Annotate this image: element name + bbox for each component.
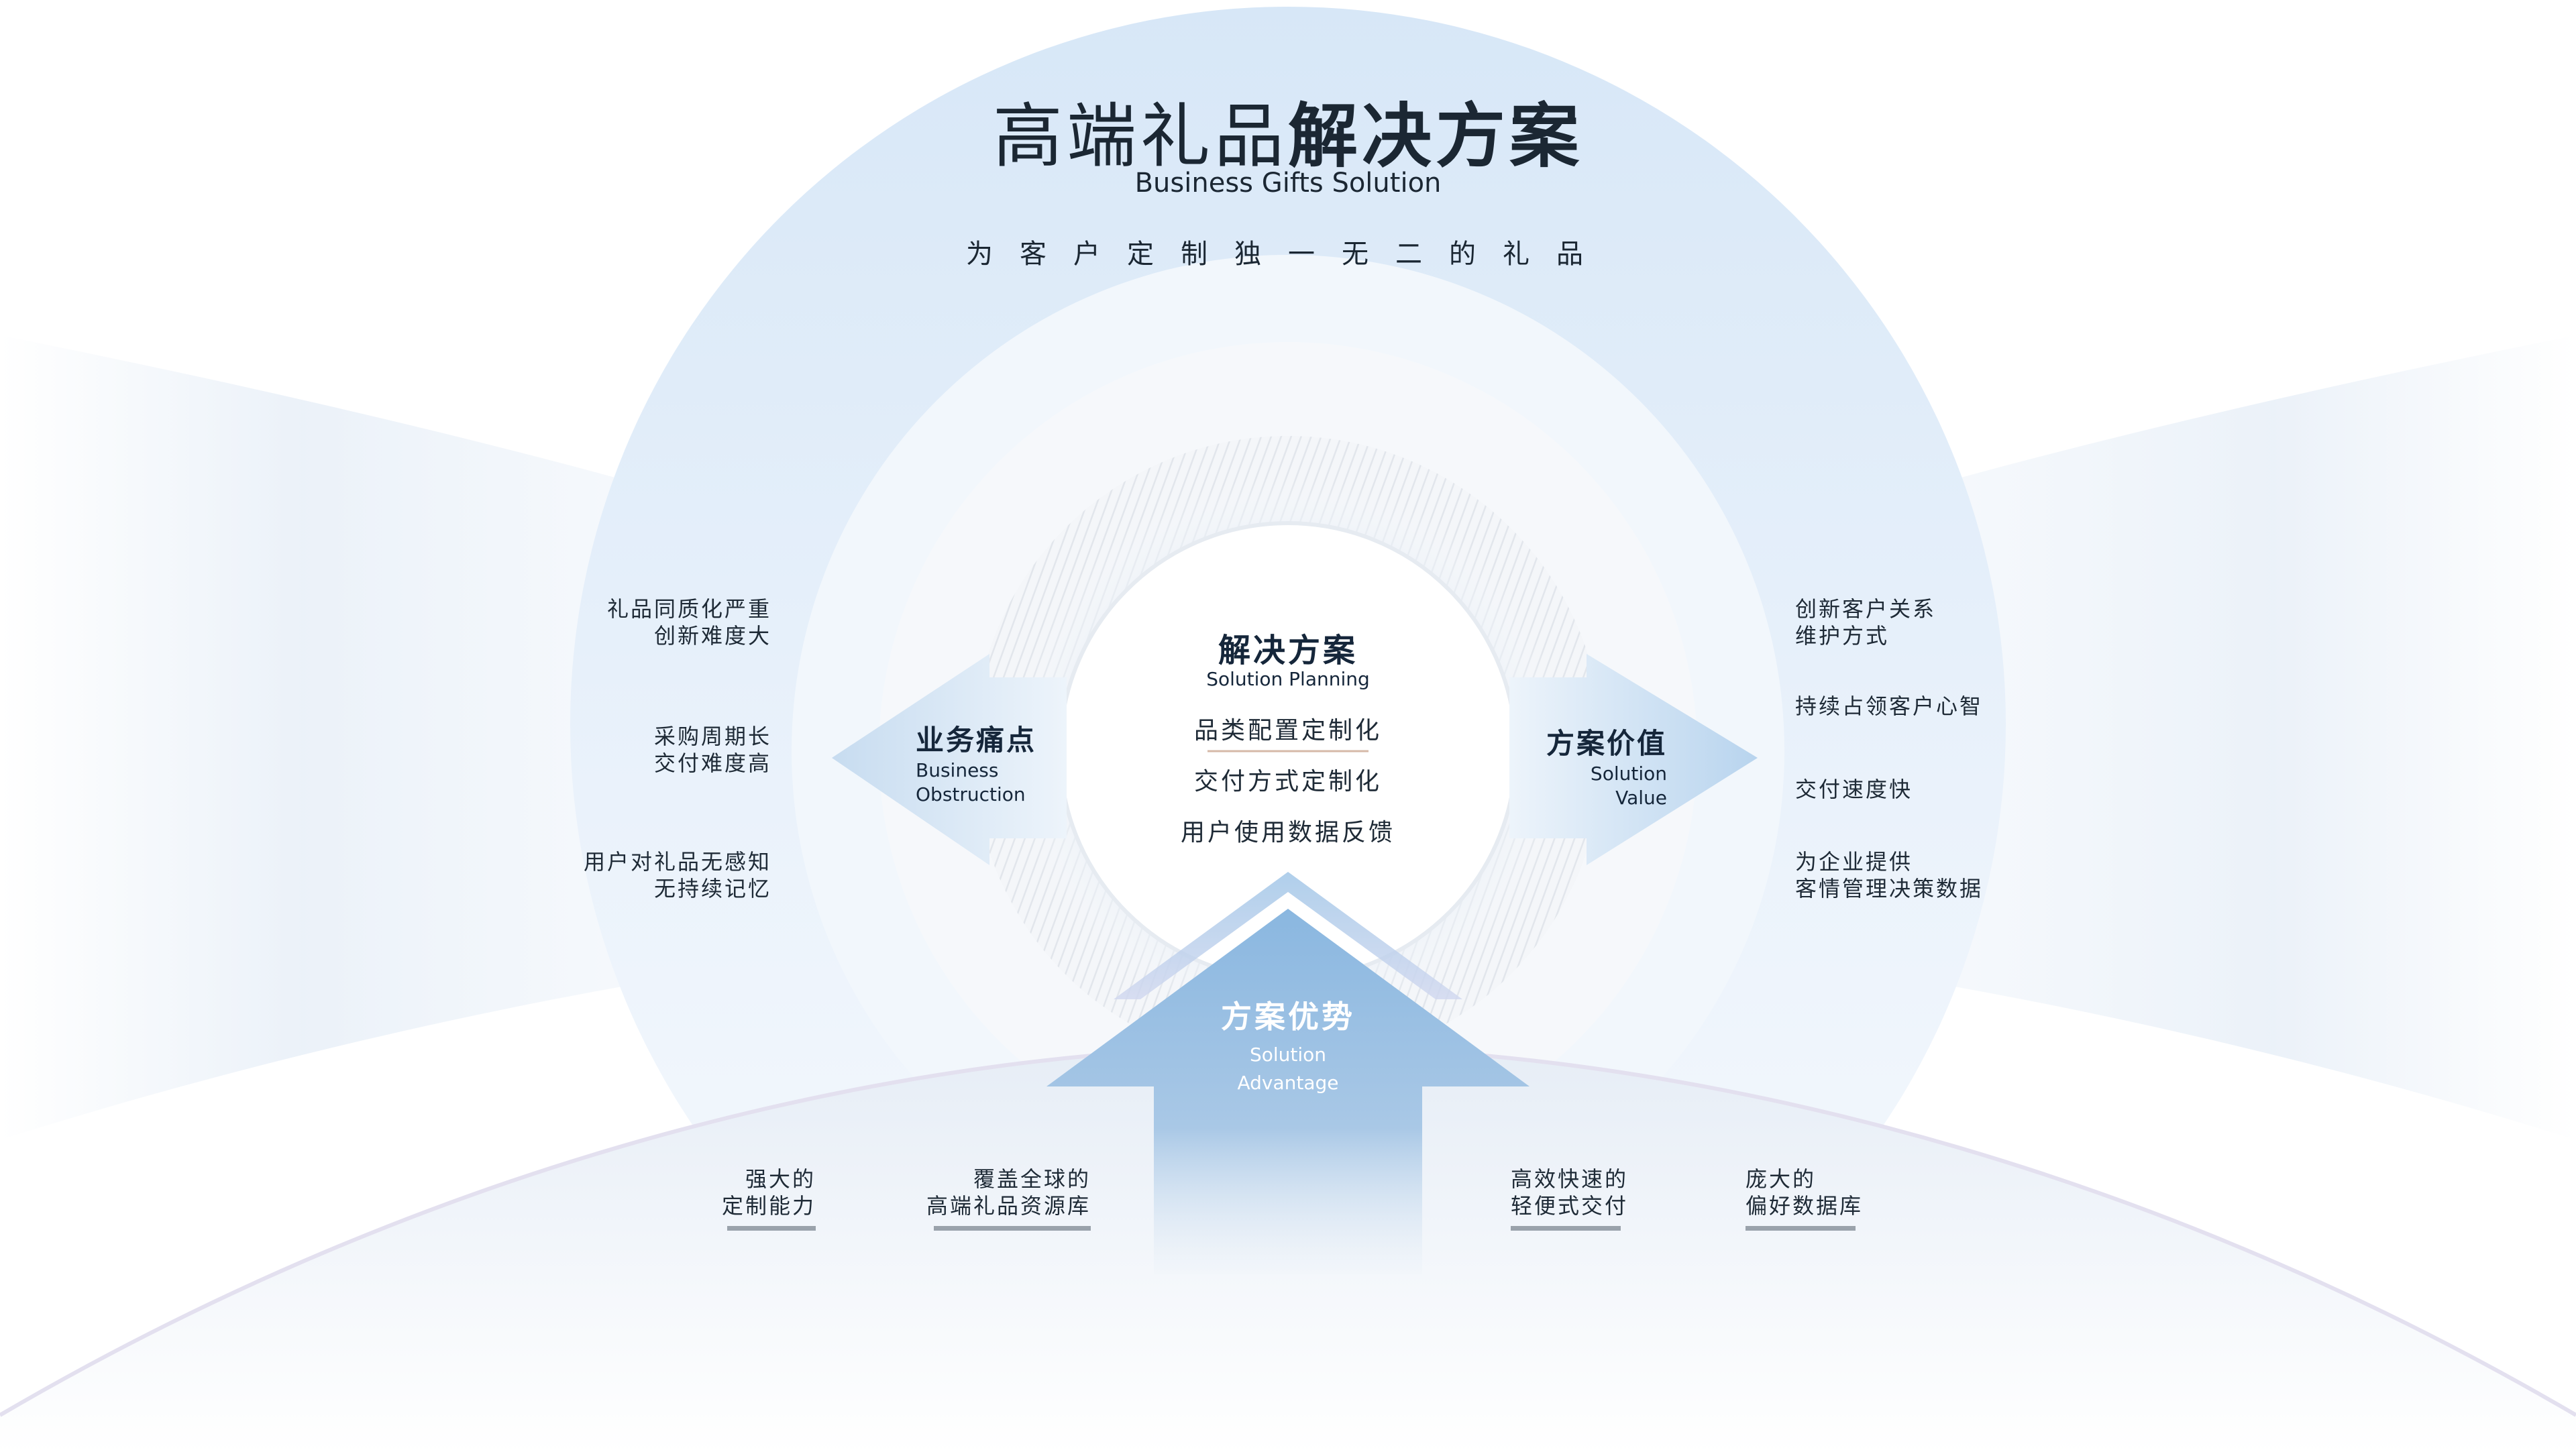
right-item-3-line1: 交付速度快 xyxy=(1795,777,1913,802)
tagline: 为客户定制独一无二的礼品 xyxy=(966,239,1610,270)
left-item-2-line2: 交付难度高 xyxy=(653,750,771,776)
page-title: 高端礼品解决方案 xyxy=(0,79,2576,180)
center-title: 解决方案 xyxy=(1218,632,1358,669)
left-item-3-line1: 用户对礼品无感知 xyxy=(583,849,771,875)
bottom-item-3: 高效快速的 轻便式交付 xyxy=(1511,1166,1628,1219)
center-item-1: 品类配置定制化 xyxy=(1193,717,1382,744)
bottom-item-1-underline xyxy=(727,1226,816,1231)
right-item-3: 交付速度快 xyxy=(1795,776,1913,803)
right-item-1: 创新客户关系 维护方式 xyxy=(1795,596,1936,649)
left-item-2: 采购周期长 交付难度高 xyxy=(654,723,771,777)
bottom-item-3-underline xyxy=(1511,1226,1621,1231)
left-item-1-line2: 创新难度大 xyxy=(653,623,771,649)
bottom-item-4: 庞大的 偏好数据库 xyxy=(1746,1166,1863,1219)
bottom-item-3-line2: 轻便式交付 xyxy=(1511,1193,1629,1219)
bottom-item-4-line1: 庞大的 xyxy=(1746,1166,1817,1192)
right-item-1-line1: 创新客户关系 xyxy=(1795,596,1937,622)
right-item-1-line2: 维护方式 xyxy=(1795,623,1890,649)
bottom-item-2-underline xyxy=(934,1226,1091,1231)
bottom-item-1: 强大的 定制能力 xyxy=(722,1166,816,1219)
left-label-en-1: Business xyxy=(916,759,999,781)
advantage-en-1: Solution xyxy=(1249,1044,1327,1066)
bottom-item-2-line2: 高端礼品资源库 xyxy=(926,1193,1091,1219)
left-item-2-line1: 采购周期长 xyxy=(653,724,771,749)
right-item-4-line2: 客情管理决策数据 xyxy=(1795,876,1984,901)
bottom-item-4-underline xyxy=(1746,1226,1856,1231)
left-label: 业务痛点 Business Obstruction xyxy=(916,718,1036,807)
bottom-item-2: 覆盖全球的 高端礼品资源库 xyxy=(926,1166,1091,1219)
title-light: 高端礼品 xyxy=(992,95,1288,177)
right-label-en-2: Value xyxy=(1615,787,1667,809)
right-item-4: 为企业提供 客情管理决策数据 xyxy=(1795,848,1983,902)
center-subtitle: Solution Planning xyxy=(1206,668,1370,690)
bottom-item-1-line1: 强大的 xyxy=(745,1166,816,1192)
right-label-zh: 方案价值 xyxy=(1546,727,1667,760)
left-label-en-2: Obstruction xyxy=(916,783,1026,805)
right-item-2: 持续占领客户心智 xyxy=(1795,693,1983,720)
bottom-item-4-line2: 偏好数据库 xyxy=(1746,1193,1864,1219)
bottom-item-2-line1: 覆盖全球的 xyxy=(973,1166,1091,1192)
advantage-title: 方案优势 xyxy=(1221,999,1355,1035)
left-item-1: 礼品同质化严重 创新难度大 xyxy=(607,596,771,649)
advantage-en-2: Advantage xyxy=(1237,1072,1339,1094)
left-item-3: 用户对礼品无感知 无持续记忆 xyxy=(584,848,771,902)
right-item-2-line1: 持续占领客户心智 xyxy=(1795,693,1984,719)
left-label-zh: 业务痛点 xyxy=(916,724,1037,757)
bottom-item-3-line1: 高效快速的 xyxy=(1511,1166,1629,1192)
center-item-2: 交付方式定制化 xyxy=(1193,768,1382,795)
title-bold: 解决方案 xyxy=(1288,95,1584,177)
page-subtitle: Business Gifts Solution xyxy=(1134,168,1442,199)
right-item-4-line1: 为企业提供 xyxy=(1795,849,1913,875)
left-item-3-line2: 无持续记忆 xyxy=(653,876,771,901)
center-item-3: 用户使用数据反馈 xyxy=(1180,819,1395,846)
right-label: 方案价值 Solution Value xyxy=(1546,721,1667,810)
left-item-1-line1: 礼品同质化严重 xyxy=(606,596,771,622)
right-label-en-1: Solution xyxy=(1590,763,1667,785)
bottom-item-1-line2: 定制能力 xyxy=(721,1193,816,1219)
